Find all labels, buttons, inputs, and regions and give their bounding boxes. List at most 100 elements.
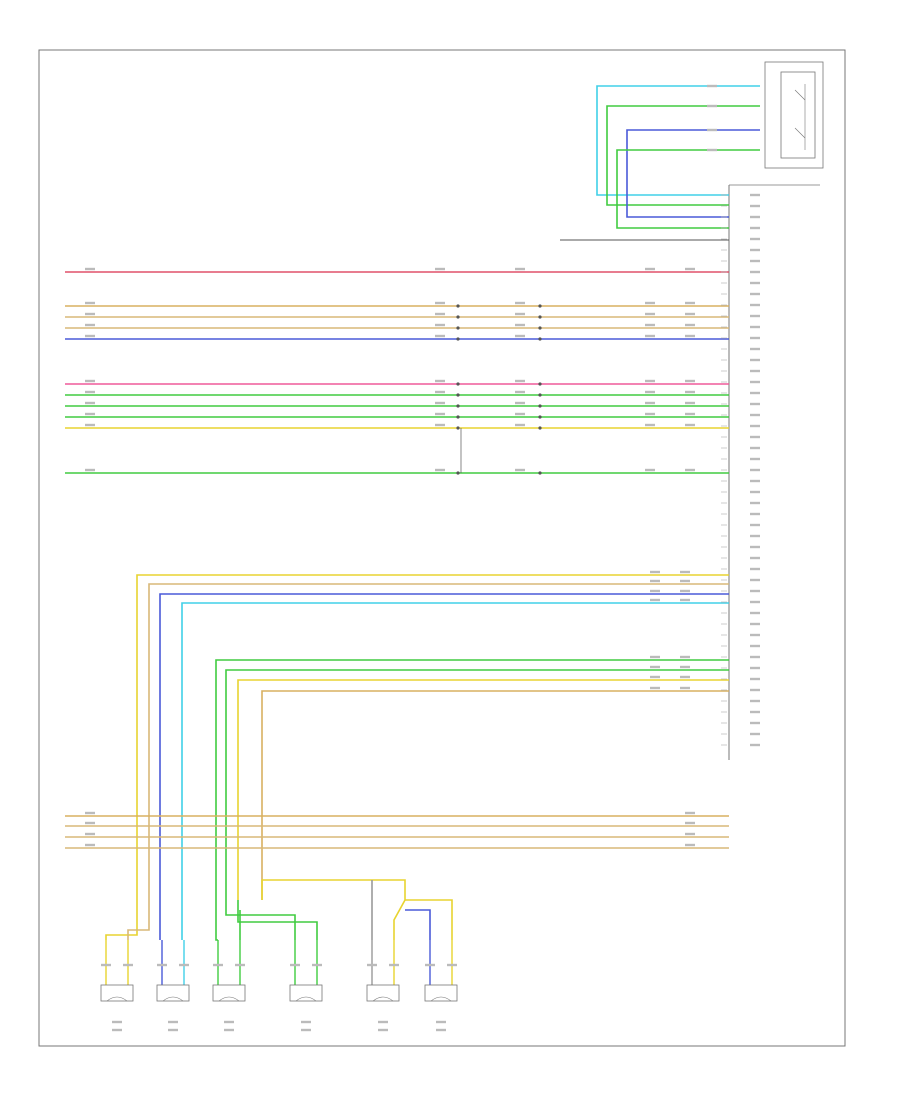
splice-dot: [538, 404, 542, 408]
module-pin-label: [750, 402, 760, 406]
module-pin-label: [750, 501, 760, 505]
wire-label-mark: [645, 301, 655, 305]
module-pin-label: [750, 721, 760, 725]
speaker-cone: [430, 996, 452, 1002]
terminal-label-mark: [389, 963, 399, 967]
speaker-jog-wire: [405, 899, 453, 940]
splice-dot: [538, 304, 542, 308]
wire-label-mark: [515, 334, 525, 338]
switch-wire-mark: [707, 84, 717, 88]
module-pin-label: [750, 688, 760, 692]
wire-label-mark: [515, 267, 525, 271]
wire-label-mark: [685, 423, 695, 427]
wire-label-mark: [645, 390, 655, 394]
terminal-label-mark: [123, 963, 133, 967]
wire-label-mark: [680, 598, 690, 602]
module-pin-label: [750, 545, 760, 549]
speaker-body: [424, 984, 458, 1002]
wire-label-mark: [685, 468, 695, 472]
speaker-label-mark: [112, 1028, 122, 1032]
speaker-label-mark: [436, 1020, 446, 1024]
speaker-jog-wire: [215, 900, 218, 941]
speaker: [100, 984, 134, 1002]
wire-label-mark: [515, 401, 525, 405]
module-pin-label: [750, 600, 760, 604]
module-pin-label: [750, 380, 760, 384]
module-pin-label: [750, 677, 760, 681]
switch-wire-mark: [707, 104, 717, 108]
module-pin-label: [750, 424, 760, 428]
module-pin-label: [750, 589, 760, 593]
wire-label-mark: [85, 334, 95, 338]
terminal-label-mark: [213, 963, 223, 967]
wire-label-mark: [85, 468, 95, 472]
speaker-body: [100, 984, 134, 1002]
splice-dot: [456, 471, 460, 475]
speaker-body: [156, 984, 190, 1002]
wire-label-mark: [515, 379, 525, 383]
wire-label-mark: [435, 468, 445, 472]
speaker-label-mark: [112, 1020, 122, 1024]
module-pin-label: [750, 534, 760, 538]
module-pin-label: [750, 622, 760, 626]
speaker-feed-wire: [136, 574, 729, 900]
speaker-jog-wire: [237, 900, 318, 940]
speaker: [212, 984, 246, 1002]
splice-dot: [456, 382, 460, 386]
module-pin-label: [750, 281, 760, 285]
module-pin-label: [750, 204, 760, 208]
splice-dot: [538, 315, 542, 319]
splice-dot: [538, 426, 542, 430]
speaker-label-mark: [378, 1028, 388, 1032]
speaker-label-mark: [168, 1020, 178, 1024]
module-pin-label: [750, 567, 760, 571]
splice-dot: [456, 315, 460, 319]
terminal-label-mark: [157, 963, 167, 967]
wire-label-mark: [685, 821, 695, 825]
speaker-jog-wire: [105, 900, 138, 940]
speaker-body: [366, 984, 400, 1002]
wire-label-mark: [645, 423, 655, 427]
speaker-label-mark: [224, 1020, 234, 1024]
wire-label-mark: [85, 267, 95, 271]
wire-label-mark: [435, 423, 445, 427]
wire-label-mark: [85, 323, 95, 327]
module-pin-label: [750, 193, 760, 197]
wire-label-mark: [645, 412, 655, 416]
speaker-label-mark: [168, 1028, 178, 1032]
switch-wire-mark: [707, 148, 717, 152]
speaker: [366, 984, 400, 1002]
wire-label-mark: [650, 655, 660, 659]
module-pin-label: [750, 666, 760, 670]
module-pin-label: [750, 479, 760, 483]
terminal-label-mark: [235, 963, 245, 967]
splice-dot: [538, 393, 542, 397]
wire-label-mark: [515, 323, 525, 327]
module-pin-label: [750, 633, 760, 637]
wire-label-mark: [85, 412, 95, 416]
wire-label-mark: [650, 665, 660, 669]
wire-label-mark: [645, 468, 655, 472]
wire-label-mark: [645, 401, 655, 405]
wire-label-mark: [85, 379, 95, 383]
speaker-body: [289, 984, 323, 1002]
wire-label-mark: [680, 686, 690, 690]
wire-label-mark: [85, 390, 95, 394]
splice-dot: [456, 415, 460, 419]
splice-dot: [456, 426, 460, 430]
wire-label-mark: [685, 843, 695, 847]
module-pin-label: [750, 237, 760, 241]
wire-label-mark: [685, 267, 695, 271]
module-pin-label: [750, 523, 760, 527]
module-pin-label: [750, 556, 760, 560]
wire-label-mark: [645, 312, 655, 316]
wire-group: [65, 85, 760, 985]
wire-label-mark: [435, 267, 445, 271]
terminal-label-mark: [101, 963, 111, 967]
speaker-feed-wire: [215, 659, 729, 900]
splice-dot: [456, 326, 460, 330]
module-pin-label: [750, 314, 760, 318]
wire-label-mark: [685, 312, 695, 316]
terminal-label-mark: [425, 963, 435, 967]
module-pin-label: [750, 457, 760, 461]
